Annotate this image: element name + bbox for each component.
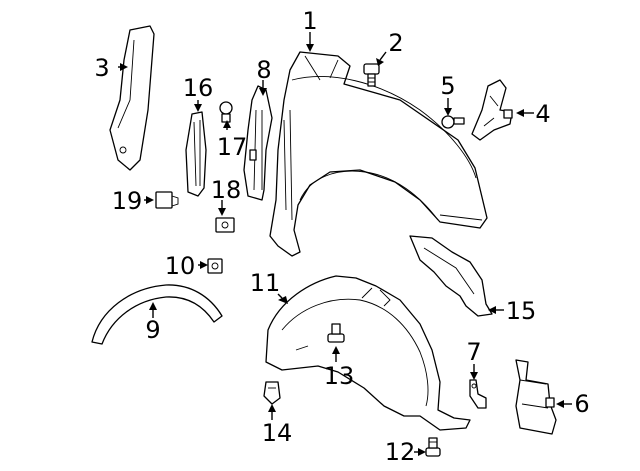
bracket-part-6 bbox=[515, 359, 557, 435]
bolt-part-2 bbox=[363, 63, 380, 87]
callout-13: 13 bbox=[324, 362, 355, 390]
clip-part-14 bbox=[263, 381, 281, 405]
bracket-part-8 bbox=[243, 85, 273, 201]
bracket-part-4 bbox=[471, 79, 513, 141]
callout-5: 5 bbox=[440, 72, 455, 100]
callout-6: 6 bbox=[574, 390, 589, 418]
leader-lines bbox=[118, 32, 572, 456]
fender-part-1 bbox=[269, 51, 488, 257]
callout-9: 9 bbox=[145, 316, 160, 344]
callout-18: 18 bbox=[211, 176, 242, 204]
seal-part-16 bbox=[185, 111, 207, 197]
fastener-part-13 bbox=[327, 323, 345, 343]
wheel-molding-part-9 bbox=[91, 284, 223, 345]
callout-2: 2 bbox=[388, 29, 403, 57]
screw-part-17 bbox=[219, 101, 233, 123]
callout-14: 14 bbox=[262, 419, 293, 447]
callout-4: 4 bbox=[535, 100, 550, 128]
callout-11: 11 bbox=[250, 269, 281, 297]
callout-10: 10 bbox=[165, 252, 196, 280]
callout-8: 8 bbox=[256, 56, 271, 84]
callout-12: 12 bbox=[385, 438, 416, 466]
push-pin-part-12 bbox=[425, 437, 441, 457]
retainer-part-18 bbox=[215, 217, 235, 233]
shield-part-15 bbox=[409, 235, 493, 317]
callout-1: 1 bbox=[302, 7, 317, 35]
callout-7: 7 bbox=[466, 338, 481, 366]
callout-16: 16 bbox=[183, 74, 214, 102]
molding-part-3 bbox=[109, 25, 155, 171]
callout-19: 19 bbox=[112, 187, 143, 215]
retainer-part-19 bbox=[155, 191, 179, 209]
liner-part-11 bbox=[265, 275, 471, 431]
clip-part-7 bbox=[469, 379, 487, 409]
callout-labels: 1 2 3 4 5 6 7 8 9 10 11 12 13 14 15 16 1… bbox=[94, 7, 589, 466]
callout-15: 15 bbox=[506, 297, 537, 325]
bolt-part-5 bbox=[441, 115, 465, 129]
callout-17: 17 bbox=[217, 133, 248, 161]
callout-3: 3 bbox=[94, 54, 109, 82]
nut-part-10 bbox=[207, 258, 223, 274]
